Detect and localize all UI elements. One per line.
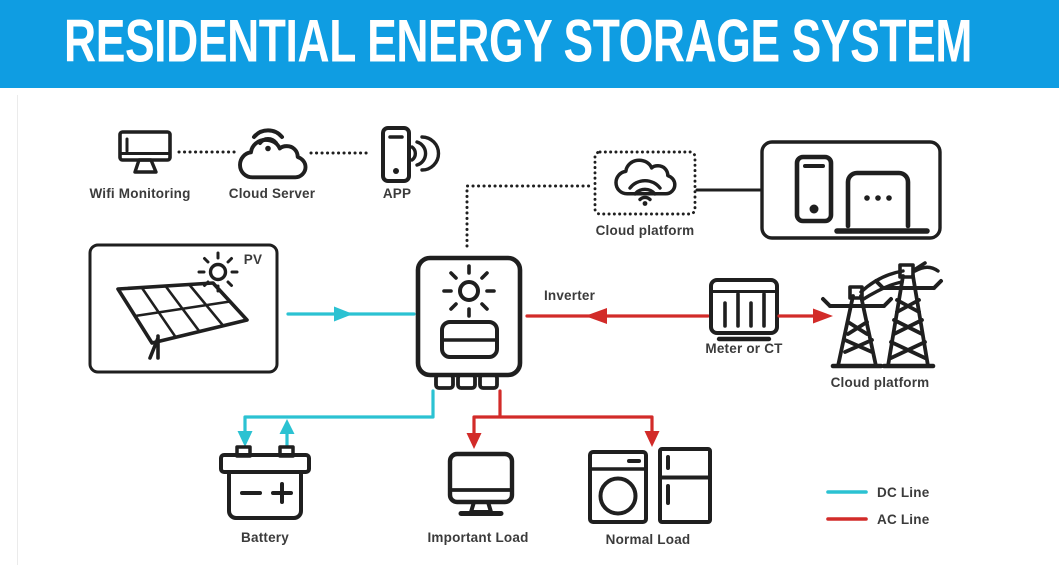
sun-icon (442, 264, 496, 318)
meter-icon (709, 278, 779, 342)
meter-or-ct-label: Meter or CT (705, 341, 783, 356)
inverter-label: Inverter (543, 288, 596, 303)
dc-arrow-pv-inverter (286, 306, 416, 322)
cloud-server-icon (238, 128, 308, 180)
legend-ac-label: AC Line (877, 512, 930, 527)
title-banner: RESIDENTIAL ENERGY STORAGE SYSTEM (0, 0, 1059, 88)
legend-dc-label: DC Line (877, 485, 930, 500)
page-left-edge (17, 95, 18, 565)
important-load-icon (447, 451, 515, 516)
normal-load-label: Normal Load (605, 532, 691, 547)
wifi-monitoring-icon (118, 130, 172, 174)
power-grid-towers-icon (821, 261, 943, 369)
cloud-platform-box (593, 150, 697, 216)
pv-label: PV (243, 252, 263, 267)
ac-line-inverter-loads (466, 389, 660, 449)
pv-box (88, 243, 279, 374)
wifi-icon (628, 178, 662, 206)
grid-label: Cloud platform (830, 375, 930, 390)
battery-label: Battery (241, 530, 289, 545)
wifi-monitoring-label: Wifi Monitoring (89, 186, 191, 201)
ac-arrow-meter-inverter (525, 308, 710, 324)
dotted-link-inverter-cloudplatform (465, 184, 595, 248)
page-title: RESIDENTIAL ENERGY STORAGE SYSTEM (64, 7, 973, 75)
fridge-icon (658, 447, 712, 524)
important-load-label: Important Load (427, 530, 529, 545)
laptop-icon (834, 170, 930, 234)
inverter-icon (415, 255, 523, 390)
normal-load-icon (588, 447, 712, 524)
washing-machine-icon (588, 450, 648, 524)
cloud-server-label: Cloud Server (228, 186, 316, 201)
cloud-platform-top-label: Cloud platform (595, 223, 695, 238)
monitoring-devices-box (760, 140, 942, 240)
app-phone-icon (381, 126, 441, 183)
app-label: APP (382, 186, 412, 201)
solar-panel-icon (116, 281, 249, 360)
dc-line-inverter-battery (237, 389, 435, 447)
sun-icon (197, 251, 239, 293)
ac-arrow-meter-grid (777, 308, 833, 324)
phone-icon (794, 154, 834, 224)
battery-icon (219, 445, 311, 520)
